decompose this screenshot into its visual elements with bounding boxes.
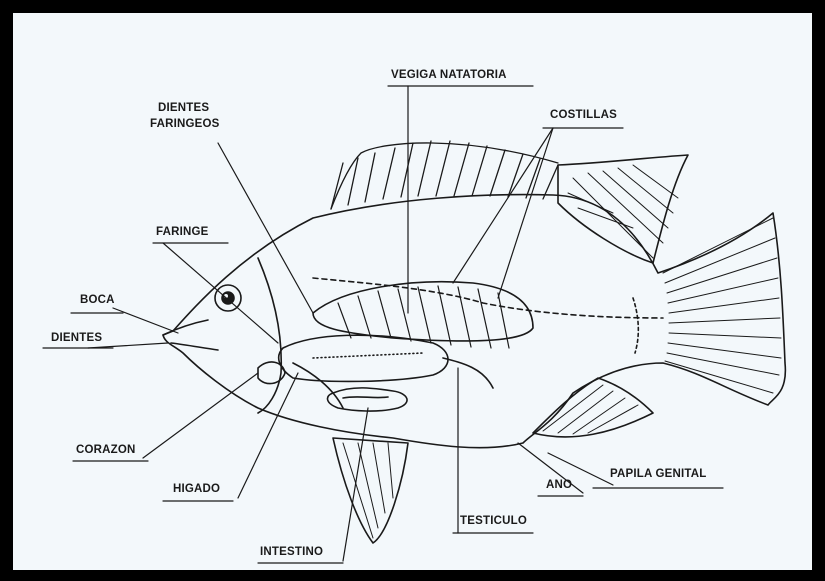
intestine [328, 388, 408, 411]
caudal-fin [663, 218, 781, 393]
label-dientes-faringeos-line1: DIENTES [158, 101, 209, 115]
label-dientes: DIENTES [51, 331, 102, 345]
label-boca: BOCA [80, 293, 115, 307]
label-corazon: CORAZON [76, 443, 136, 457]
label-costillas: COSTILLAS [550, 108, 617, 122]
label-intestino: INTESTINO [260, 545, 323, 559]
eye-inner [222, 292, 234, 304]
liver-stipple [313, 353, 423, 358]
dorsal-fin [331, 141, 558, 209]
fish-anatomy-drawing [13, 13, 812, 570]
testis [443, 358, 493, 388]
lateral-line [313, 278, 663, 318]
leader-lines [88, 86, 613, 561]
ribs [338, 286, 509, 348]
fish-body-outline [163, 195, 785, 448]
label-vegiga-natatoria: VEGIGA NATATORIA [391, 68, 507, 82]
peduncle-line [633, 298, 638, 353]
label-higado: HIGADO [173, 482, 220, 496]
diagram-panel: VEGIGA NATATORIA DIENTES FARINGEOS COSTI… [13, 13, 812, 570]
pelvic-fin [333, 438, 408, 543]
label-testiculo: TESTICULO [460, 514, 527, 528]
label-ano: ANO [546, 478, 572, 492]
label-papila-genital: PAPILA GENITAL [610, 467, 707, 481]
label-dientes-faringeos-line2: FARINGEOS [150, 117, 220, 131]
label-underlines [43, 86, 723, 563]
label-faringe: FARINGE [156, 225, 209, 239]
anal-fin [533, 378, 653, 437]
pectoral-fin [293, 363, 343, 408]
liver [279, 335, 448, 381]
mouth-line [163, 320, 208, 335]
